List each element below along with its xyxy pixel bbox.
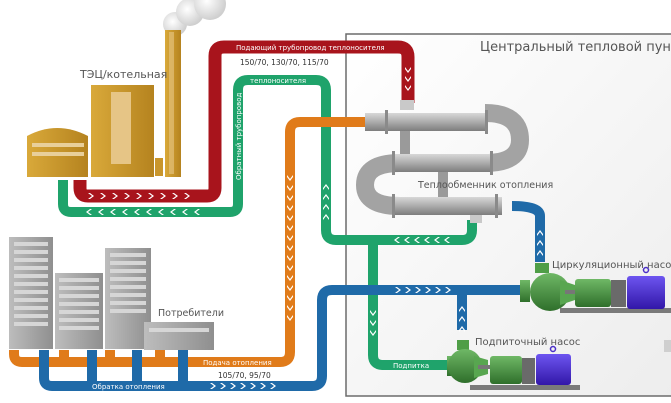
primary-supply-temps: 150/70, 130/70, 115/70 [240, 58, 329, 67]
primary-return-pipe [58, 75, 477, 370]
heating-supply-temps: 105/70, 95/70 [218, 371, 271, 380]
heating-return-pipe [39, 201, 545, 391]
heat-exchanger-label: Теплообменник отопления [417, 180, 553, 191]
primary-supply-pipe [73, 40, 415, 203]
heating-supply-pipe [9, 117, 365, 367]
partial-pump-icon [664, 340, 671, 352]
circulation-pump-icon [520, 263, 671, 313]
heating-return-flow-arrows [210, 230, 543, 389]
makeup-pump-label: Подпиточный насос [475, 337, 580, 348]
consumer-buildings-icon [9, 237, 214, 350]
central-heating-point-title: Центральный тепловой пункт [480, 40, 671, 55]
consumers-label: Потребители [158, 308, 224, 319]
makeup-pump-icon [447, 340, 580, 390]
primary-return-label-side: Обратный трубопровод [235, 93, 243, 180]
primary-return-label-top: теплоносителя [250, 77, 306, 85]
heating-supply-flow-arrows [287, 175, 293, 321]
heating-supply-label: Подача отопления [203, 359, 272, 367]
power-plant-icon [27, 30, 181, 177]
plant-label: ТЭЦ/котельная [79, 68, 167, 81]
makeup-label: Подпитка [393, 362, 429, 370]
return-flow-arrows [86, 184, 450, 336]
primary-supply-label: Подающий трубопровод теплоносителя [236, 44, 385, 52]
circulation-pump-label: Циркуляционный насос [552, 260, 671, 271]
heat-exchanger-icon [355, 100, 530, 223]
supply-flow-arrows [88, 67, 411, 199]
heating-return-label: Обратка отопления [92, 383, 165, 391]
